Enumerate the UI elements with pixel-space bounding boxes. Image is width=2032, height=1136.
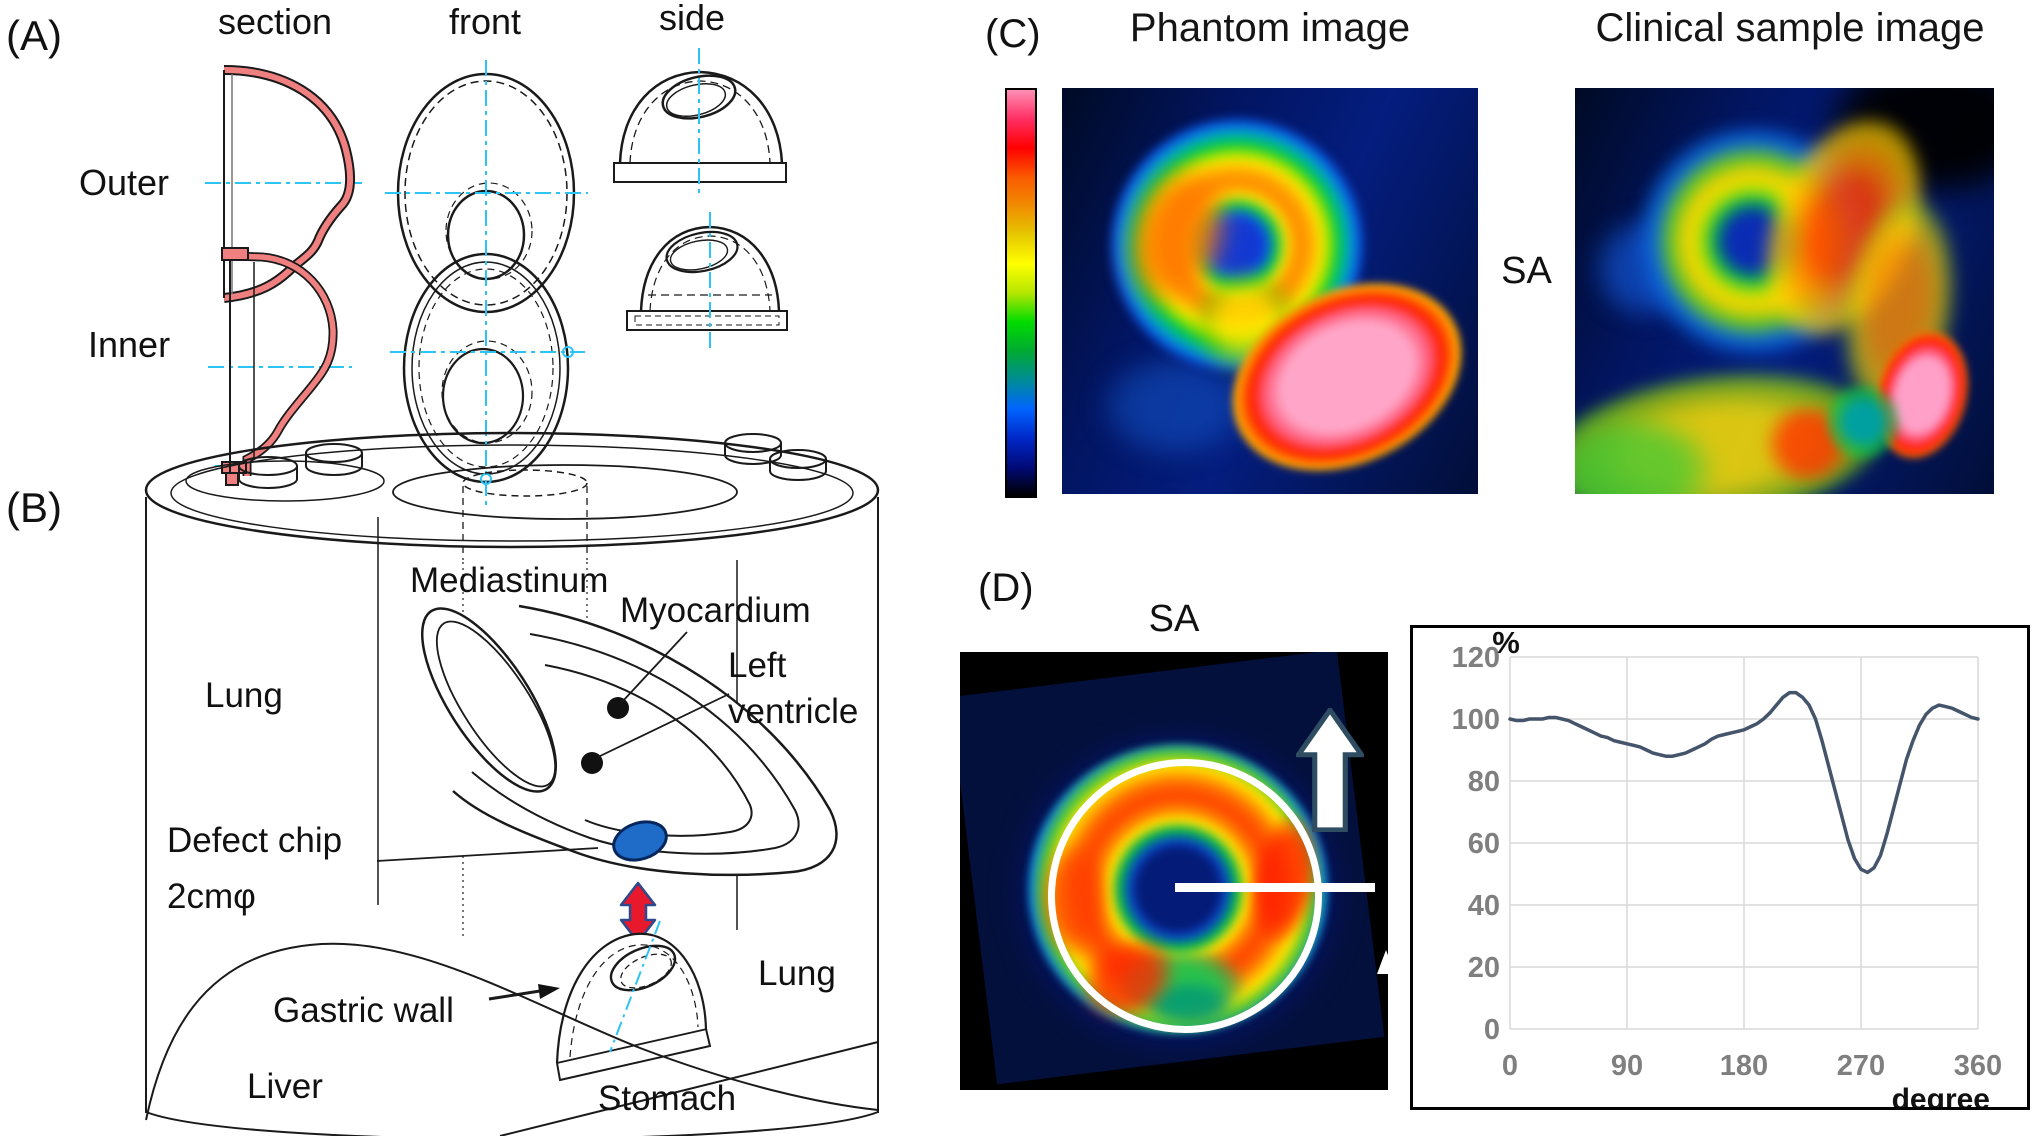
panel-b-letter: (B)	[6, 484, 62, 531]
row-header-inner: Inner	[88, 324, 170, 365]
clinical-heatmap-image	[1575, 88, 1994, 494]
label-defect-chip-2: 2cmφ	[167, 877, 256, 916]
label-liver: Liver	[247, 1067, 323, 1106]
x-axis-label: degree	[1892, 1083, 1990, 1110]
profile-chart: 0 20 40 60 80 100 120 0 90 180 270 360% degree	[1410, 625, 2030, 1116]
defect-chip	[612, 820, 668, 862]
roi-circle	[1048, 759, 1322, 1033]
label-defect-chip-1: Defect chip	[167, 821, 342, 860]
y-axis-label: %	[1492, 625, 1520, 660]
profile-line	[1508, 690, 1980, 875]
col-header-section: section	[218, 1, 332, 42]
sa-title-panel-d: SA	[1148, 598, 1200, 640]
chart-border	[1410, 625, 2030, 1110]
label-lung-right: Lung	[758, 954, 836, 993]
sa-heatmap-image	[960, 652, 1388, 1090]
panel-a-letter: (A)	[6, 12, 62, 59]
label-myocardium: Myocardium	[620, 591, 811, 630]
y-tick-label: 0	[1484, 1014, 1500, 1046]
label-mediastinum: Mediastinum	[410, 561, 608, 600]
label-left-ventricle-1: Left	[728, 646, 787, 685]
x-tick-label: 360	[1954, 1050, 2002, 1082]
y-tick-label: 100	[1452, 704, 1500, 736]
label-lung-left: Lung	[205, 676, 283, 715]
phantom-image-title: Phantom image	[1129, 6, 1411, 50]
clipped-letter-mark	[1377, 950, 1388, 974]
up-arrow-icon	[1296, 708, 1364, 832]
phantom-mist-blob	[1100, 354, 1250, 458]
y-tick-label: 80	[1468, 766, 1500, 798]
sa-label-panel-c: SA	[1501, 250, 1552, 292]
panel-a-b-drawing: (A) section front side Outer Inner	[6, 0, 880, 1136]
clinical-teal-hole	[1825, 384, 1901, 460]
profile-start-line	[1175, 883, 1375, 892]
y-tick-label: 20	[1468, 952, 1500, 984]
myocardium-dot	[607, 697, 629, 719]
x-tick-label: 0	[1502, 1050, 1518, 1082]
x-tick-label: 270	[1837, 1050, 1885, 1082]
y-tick-label: 60	[1468, 828, 1500, 860]
y-tick-label: 40	[1468, 890, 1500, 922]
profile-chart-svg: 0 20 40 60 80 100 120 0 90 180 270 360% degree	[1410, 625, 2030, 1116]
colorbar	[1005, 88, 1037, 498]
col-header-side: side	[659, 0, 725, 38]
phantom-heatmap-image	[1062, 88, 1478, 494]
panel-d-letter: (D)	[978, 566, 1034, 610]
x-tick-label: 90	[1611, 1050, 1643, 1082]
y-tick-label: 120	[1452, 642, 1500, 674]
outer-front-view	[385, 60, 588, 330]
inner-front-view	[390, 240, 585, 505]
outer-side-view	[613, 48, 787, 195]
label-stomach: Stomach	[598, 1079, 736, 1118]
panel-c-letter: (C)	[985, 12, 1041, 56]
col-header-front: front	[449, 1, 521, 42]
clinical-image-title: Clinical sample image	[1595, 6, 1985, 50]
x-tick-label: 180	[1720, 1050, 1768, 1082]
left-ventricle-dot	[581, 752, 603, 774]
label-gastric-wall: Gastric wall	[273, 991, 454, 1030]
torso-phantom-drawing	[144, 431, 880, 1136]
inner-side-view	[626, 212, 788, 348]
label-left-ventricle-2: ventricle	[728, 692, 858, 731]
row-header-outer: Outer	[79, 162, 169, 203]
